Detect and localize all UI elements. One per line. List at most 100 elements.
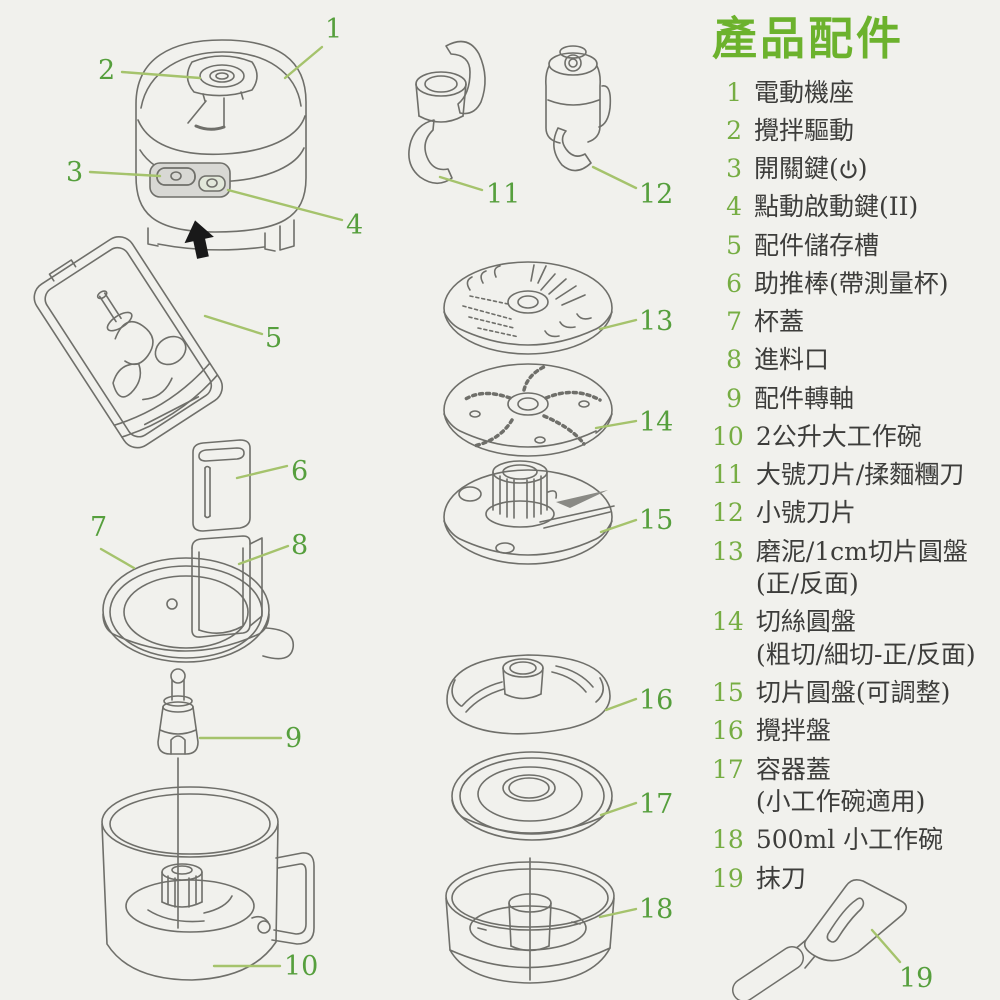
legend-item-10: 10 2公升大工作碗 [712,421,998,451]
callout-10: 10 [284,951,319,982]
legend-item-18: 18 500ml 小工作碗 [712,825,998,855]
legend-item-number: 8 [726,345,742,375]
callout-1: 1 [325,14,343,45]
legend-item-label: 500ml 小工作碗 [755,825,944,855]
legend-item-label: 杯蓋 [754,307,805,336]
legend-item-label: 攪拌盤 [755,716,831,746]
motor-base-drawing [135,39,307,252]
legend-item-number: 13 [712,536,744,566]
legend-item-number: 5 [726,230,742,260]
legend-item-label: 助推棒(帶測量杯) [754,268,949,298]
insert-arrow-icon [184,220,214,259]
legend-item-number: 11 [712,460,744,489]
legend-item-label: 切片圓盤(可調整) [755,678,951,707]
legend-item-17: 17 容器蓋(小工作碗適用) [712,754,998,816]
legend-item-7: 7 杯蓋 [712,307,998,336]
callout-17: 17 [639,789,674,820]
legend-item-label: 切絲圓盤(粗切/細切-正/反面) [756,609,998,668]
legend-item-number: 7 [726,307,742,336]
callout-6: 6 [291,456,309,487]
grating-disc-drawing [443,261,613,355]
callout-2: 2 [98,55,116,86]
legend-item-number: 17 [712,754,744,784]
legend-item-label-line2: (粗切/細切-正/反面) [755,639,976,669]
legend-item-number: 2 [726,115,742,145]
legend-item-number: 6 [726,268,742,298]
large-blade-drawing [408,40,486,185]
legend-item-label-pre: 開關鍵( [754,154,839,183]
page-title: 產品配件 [712,12,905,65]
callout-14: 14 [639,407,674,438]
legend-item-5: 5 配件儲存槽 [712,230,998,260]
legend-item-1: 1 電動機座 [712,77,998,107]
callout-18: 18 [639,894,674,925]
callout-4: 4 [346,210,364,241]
legend-item-label: 抹刀 [755,863,806,893]
slicing-disc-drawing [443,460,615,565]
legend-item-label-post: ) [857,154,868,183]
legend-item-label: 容器蓋(小工作碗適用) [755,756,998,816]
small-blade-drawing [545,45,612,172]
legend-item-number: 3 [726,154,742,183]
legend-item-number: 19 [712,863,744,893]
callout-7: 7 [90,512,108,543]
legend-item-19: 19 抹刀 [712,863,998,893]
legend-item-4: 4 點動啟動鍵(II) [712,192,998,222]
legend-item-9: 9 配件轉軸 [712,383,998,413]
small-bowl-drawing [445,857,615,984]
legend-panel: 產品配件 1 電動機座 2 攪拌驅動 3 開關鍵() 4 點動啟動鍵(II) 5… [712,14,998,904]
legend-item-label: 配件儲存槽 [754,230,880,260]
legend-item-number: 16 [712,716,744,746]
bowl-lid-drawing [102,535,295,663]
adapter-shaft-drawing [157,668,199,929]
legend-item-label: 電動機座 [754,77,855,107]
callout-9: 9 [285,723,303,754]
legend-item-14: 14 切絲圓盤(粗切/細切-正/反面) [712,607,998,668]
legend-item-label: 開關鍵() [754,154,998,183]
legend-item-3: 3 開關鍵() [712,154,998,183]
legend-item-label-line2: (小工作碗適用) [755,786,926,816]
legend-item-number: 12 [712,498,744,528]
callout-13: 13 [639,306,674,337]
pusher-cup-drawing [192,439,251,532]
callout-leader-lines [88,45,902,968]
spatula-drawing [732,879,908,1000]
legend-item-number: 10 [712,421,744,451]
storage-tray-drawing [33,235,224,449]
callout-16: 16 [639,685,674,716]
stirring-disc-drawing [446,654,611,735]
legend-item-label: 磨泥/1cm切片圓盤(正/反面) [755,538,998,598]
legend-item-label: 進料口 [754,345,830,375]
legend-item-label: 大號刀片/揉麵糰刀 [755,460,965,489]
legend-item-label-line2: (正/反面) [755,568,859,598]
legend-item-number: 14 [712,607,744,637]
large-bowl-drawing [101,786,315,981]
power-icon [840,160,857,179]
legend-item-label: 配件轉軸 [754,383,855,413]
container-lid-drawing [451,751,613,841]
legend-item-number: 18 [712,825,744,855]
legend-item-15: 15 切片圓盤(可調整) [712,678,998,707]
callout-5: 5 [265,323,283,354]
callout-12: 12 [639,179,674,210]
legend-item-16: 16 攪拌盤 [712,716,998,746]
legend-item-number: 9 [726,383,742,413]
legend-item-label: 小號刀片 [755,498,856,528]
legend-item-label: 2公升大工作碗 [755,421,922,451]
legend-item-8: 8 進料口 [712,345,998,375]
legend-item-label: 點動啟動鍵(II) [754,192,919,222]
callout-11: 11 [486,179,521,210]
legend-item-label: 攪拌驅動 [754,115,855,145]
legend-item-6: 6 助推棒(帶測量杯) [712,268,998,298]
legend-item-number: 1 [726,77,742,107]
legend-item-number: 4 [726,192,742,222]
callout-15: 15 [639,505,674,536]
shredding-disc-drawing [443,363,613,457]
legend-item-12: 12 小號刀片 [712,498,998,528]
callout-19: 19 [899,963,934,994]
legend-item-2: 2 攪拌驅動 [712,115,998,145]
legend-item-number: 15 [712,678,744,707]
callout-8: 8 [291,530,309,561]
